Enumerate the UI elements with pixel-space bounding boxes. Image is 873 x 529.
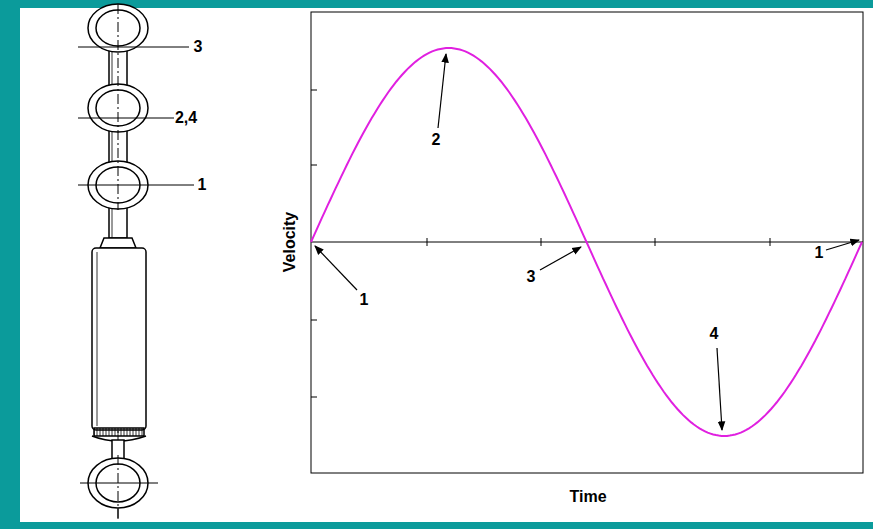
callout-number: 1 (360, 292, 369, 308)
axis-title: Time (569, 489, 606, 505)
axis-title: Velocity (282, 212, 298, 272)
chart-axes (311, 12, 863, 473)
callout-number: 2,4 (175, 110, 197, 126)
shock-absorber (78, 4, 194, 520)
callout-number: 2 (432, 132, 441, 148)
callout-number: 1 (198, 177, 207, 193)
velocity-curve (311, 48, 862, 436)
white-panel (20, 8, 873, 522)
callout-number: 3 (194, 39, 203, 55)
leader-arrows (315, 54, 859, 430)
callout-number: 3 (527, 269, 536, 285)
callout-number: 4 (710, 326, 719, 342)
callout-number: 1 (815, 245, 824, 261)
